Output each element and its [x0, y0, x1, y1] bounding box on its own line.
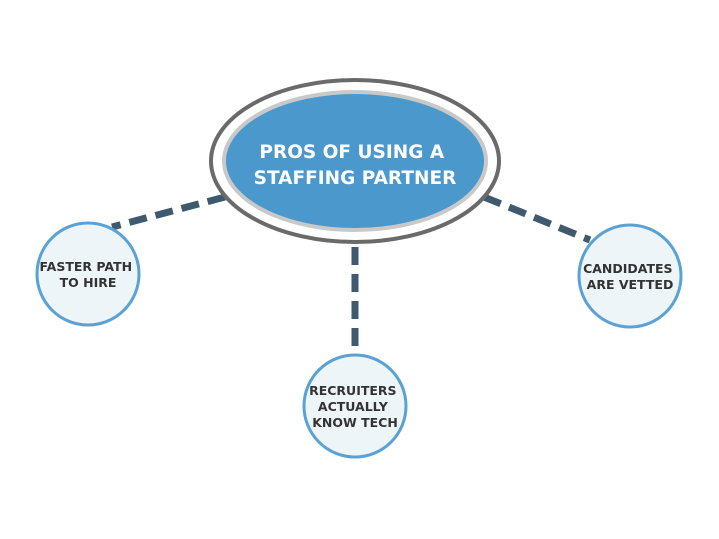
central-topic-line-1: PROS OF USING A [259, 142, 444, 163]
node-recruiters-line-1: RECRUITERS [309, 383, 396, 398]
node-recruiters-circle [302, 353, 408, 459]
node-recruiters: RECRUITERS ACTUALLY KNOW TECH [302, 353, 408, 459]
central-topic-label: PROS OF USING A STAFFING PARTNER [254, 142, 457, 189]
central-inner-ring [222, 90, 488, 232]
node-faster-path-line-2: TO HIRE [60, 275, 117, 290]
node-candidates-label: CANDIDATES ARE VETTED [583, 261, 677, 292]
connector-right [482, 193, 592, 244]
node-candidates: CANDIDATES ARE VETTED [577, 223, 683, 329]
node-faster-path-circle [35, 221, 141, 327]
connector-left [111, 193, 226, 231]
node-candidates-circle [577, 223, 683, 329]
node-faster-path-line-1: FASTER PATH [40, 259, 133, 274]
node-recruiters-line-3: KNOW TECH [312, 415, 398, 430]
central-topic: PROS OF USING A STAFFING PARTNER [209, 78, 501, 244]
central-topic-line-2: STAFFING PARTNER [254, 168, 457, 189]
node-candidates-line-2: ARE VETTED [587, 277, 674, 292]
node-candidates-line-1: CANDIDATES [583, 261, 672, 276]
node-faster-path-label: FASTER PATH TO HIRE [40, 259, 137, 290]
node-faster-path: FASTER PATH TO HIRE [35, 221, 141, 327]
node-recruiters-line-2: ACTUALLY [318, 399, 389, 414]
node-recruiters-label: RECRUITERS ACTUALLY KNOW TECH [309, 383, 401, 430]
